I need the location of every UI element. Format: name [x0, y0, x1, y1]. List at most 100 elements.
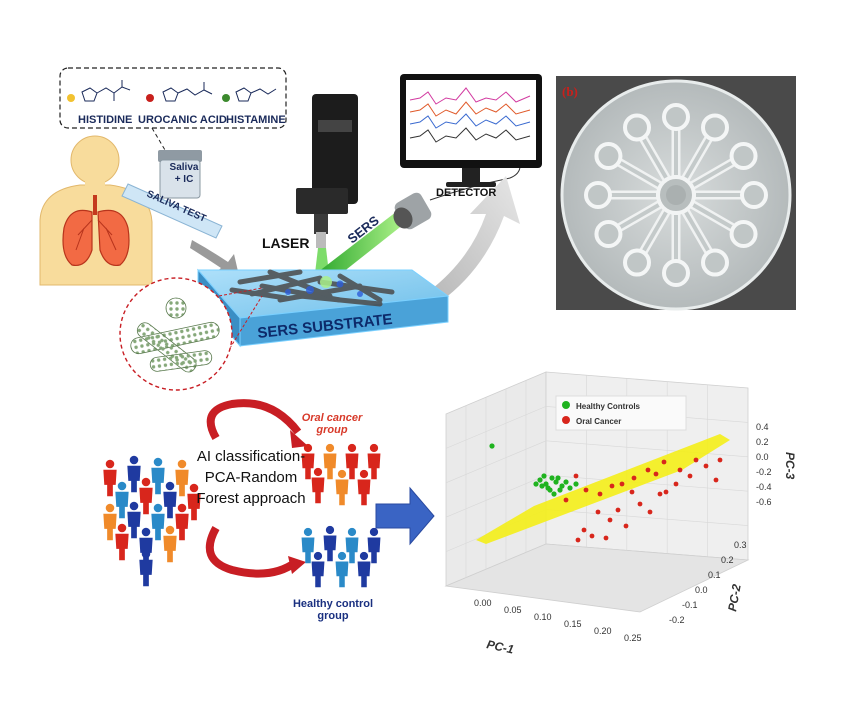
molecules-box	[59, 67, 287, 129]
chip-well	[662, 259, 690, 287]
chip-well	[594, 220, 623, 248]
legend-marker-healthy	[562, 401, 570, 409]
person-icon	[367, 443, 381, 480]
point-healthy	[539, 483, 545, 489]
point-cancer	[607, 517, 613, 523]
pc2-axis-label: PC-2	[725, 583, 744, 613]
pc2-tick-label: 0.0	[695, 585, 708, 595]
point-cancer	[583, 487, 589, 493]
person-icon	[103, 459, 117, 497]
pc1-tick-label: 0.25	[624, 633, 642, 643]
point-cancer	[717, 457, 723, 463]
healthy-control-group-label: Healthy control group	[292, 598, 374, 622]
point-cancer	[647, 509, 653, 515]
person-icon	[311, 551, 325, 588]
point-healthy	[563, 479, 569, 485]
saliva-test-swab	[121, 183, 223, 239]
chip-well	[701, 113, 729, 142]
pc3-axis-label: PC-3	[783, 452, 797, 480]
chip-channel-inner	[684, 136, 711, 179]
point-healthy	[559, 483, 565, 489]
person-icon	[139, 527, 153, 565]
point-healthy	[573, 481, 579, 487]
point-healthy	[537, 477, 543, 483]
people-oral-cancer	[301, 443, 381, 506]
point-healthy	[549, 475, 555, 481]
pc1-tick-label: 0.10	[534, 612, 552, 622]
point-cancer	[673, 481, 679, 487]
pc1-tick-label: 0.15	[564, 619, 582, 629]
urocanic-acid-label: UROCANIC ACID	[138, 114, 227, 126]
chip-well	[623, 248, 651, 277]
point-healthy	[553, 479, 559, 485]
saliva-ic-label: Saliva + IC	[169, 162, 199, 185]
chip-well	[740, 181, 768, 209]
urocanic-acid-structure	[146, 82, 213, 102]
people-healthy-control	[301, 525, 381, 588]
point-cancer	[615, 507, 621, 513]
panel-b-label: (b)	[562, 84, 578, 99]
point-cancer	[661, 459, 667, 465]
pc1-ticks: 0.00 0.05 0.10 0.15 0.20 0.25	[474, 598, 642, 643]
point-healthy	[543, 481, 549, 487]
sers-beam	[318, 212, 404, 284]
point-cancer	[629, 489, 635, 495]
person-icon	[345, 443, 359, 480]
pca-3d-plot	[444, 371, 750, 613]
point-cancer	[631, 475, 637, 481]
pc3-tick-label: -0.2	[756, 467, 772, 477]
pc2-tick-label: 0.2	[721, 555, 734, 565]
monitor	[400, 74, 542, 187]
person-icon	[115, 481, 129, 519]
laser-label: LASER	[262, 235, 309, 251]
point-cancer	[637, 501, 643, 507]
histidine-label: HISTIDINE	[78, 114, 132, 126]
person-icon	[139, 549, 153, 587]
pc3-ticks: 0.40.20.0-0.2-0.4-0.6	[756, 422, 772, 507]
person-icon	[139, 477, 153, 515]
person-icon	[301, 443, 315, 480]
pc2-tick-label: 0.3	[734, 540, 747, 550]
people-mixed-crowd	[103, 455, 201, 587]
point-healthy	[547, 487, 553, 493]
chip-well	[594, 142, 623, 170]
pc1-axis-label: PC-1	[485, 637, 515, 656]
person-icon	[345, 527, 359, 564]
detector-label: DETECTOR	[436, 187, 496, 199]
chip-channel-inner	[641, 136, 668, 179]
point-cancer	[563, 497, 569, 503]
pc3-tick-label: -0.6	[756, 497, 772, 507]
person-icon	[367, 527, 381, 564]
point-healthy	[555, 475, 561, 481]
point-cancer	[645, 467, 651, 473]
point-healthy	[489, 443, 495, 449]
pc3-tick-label: 0.4	[756, 422, 769, 432]
microfluidic-photo-panel	[556, 76, 796, 311]
ai-classification-label: AI classification-PCA-Random Forest appr…	[196, 448, 306, 507]
pca-legend	[555, 395, 687, 431]
point-cancer	[713, 477, 719, 483]
chip-well	[701, 248, 729, 277]
decision-plane	[476, 434, 730, 544]
pc2-tick-label: -0.1	[682, 600, 698, 610]
person-icon	[175, 503, 189, 541]
person-icon	[127, 501, 141, 539]
point-healthy	[551, 491, 557, 497]
histamine-structure	[222, 87, 277, 102]
point-cancer	[597, 491, 603, 497]
chip-well	[729, 142, 758, 170]
pc1-tick-label: 0.05	[504, 605, 522, 615]
chip-well	[623, 113, 651, 142]
point-cancer	[589, 533, 595, 539]
person-icon	[175, 459, 189, 497]
legend-marker-cancer	[562, 416, 570, 424]
detector-lens	[393, 192, 432, 230]
pc1-tick-label: 0.20	[594, 626, 612, 636]
point-cancer	[609, 483, 615, 489]
pc2-tick-label: 0.1	[708, 570, 721, 580]
point-healthy	[567, 485, 573, 491]
person-icon	[127, 455, 141, 493]
pc1-tick-label: 0.00	[474, 598, 492, 608]
chip-well	[662, 103, 690, 131]
